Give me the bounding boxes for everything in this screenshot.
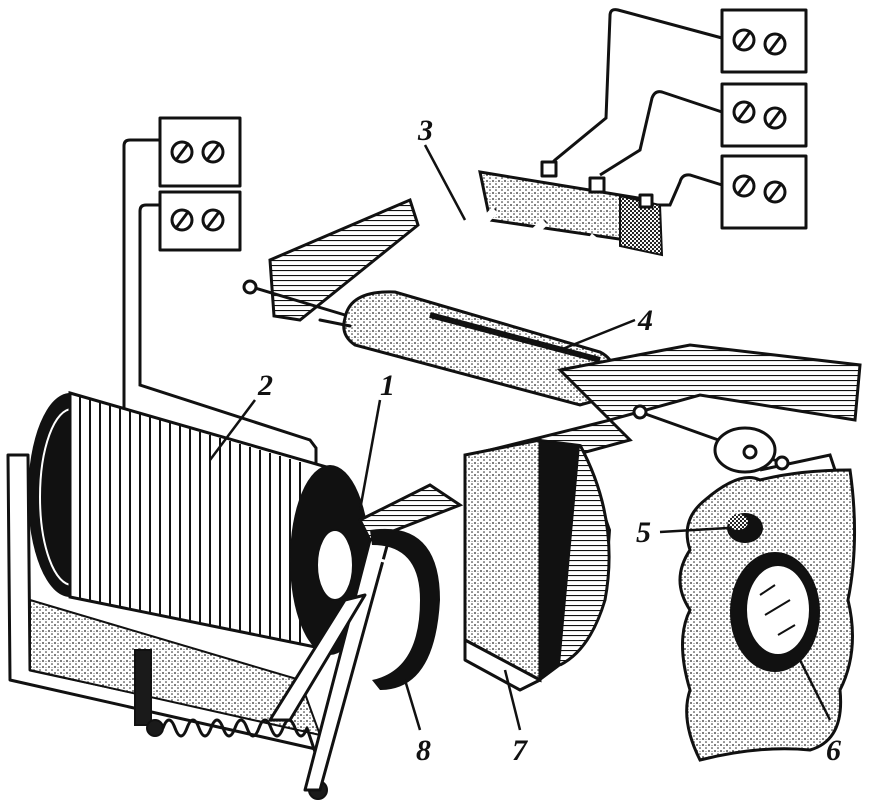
terminal-block-right-3 xyxy=(720,154,808,230)
lens xyxy=(730,552,820,672)
terminal-block-left-2 xyxy=(158,190,242,252)
terminal-block-left-1 xyxy=(158,116,242,188)
screw-icon xyxy=(201,208,225,232)
screw-icon xyxy=(732,174,756,198)
base-plate xyxy=(678,468,857,762)
leader-lines xyxy=(209,144,832,731)
label-8: 8 xyxy=(416,734,431,767)
label-2: 2 xyxy=(257,369,273,402)
terminal-block-right-2 xyxy=(720,82,808,148)
label-3: 3 xyxy=(417,114,433,147)
label-4: 4 xyxy=(637,304,653,337)
screw-icon xyxy=(732,28,756,52)
coil-turns xyxy=(79,396,301,644)
terminal-block-right-1 xyxy=(720,8,808,74)
label-7: 7 xyxy=(512,734,528,767)
screw-icon xyxy=(763,32,787,56)
lamp xyxy=(727,513,763,543)
contact-block xyxy=(478,160,664,257)
contact-pin xyxy=(540,160,654,209)
label-5: 5 xyxy=(636,516,651,549)
screw-icon xyxy=(763,106,787,130)
screw-icon xyxy=(170,140,194,164)
left-bracket xyxy=(242,197,420,322)
screw-icon xyxy=(201,140,225,164)
armature-lever xyxy=(268,483,464,792)
screw-icon xyxy=(170,208,194,232)
label-1: 1 xyxy=(380,369,395,402)
magnet-block xyxy=(463,438,612,692)
armature-tube xyxy=(318,290,616,407)
label-6: 6 xyxy=(826,734,841,767)
screw-icon xyxy=(763,180,787,204)
screw-icon xyxy=(732,100,756,124)
iron-core xyxy=(370,528,440,690)
